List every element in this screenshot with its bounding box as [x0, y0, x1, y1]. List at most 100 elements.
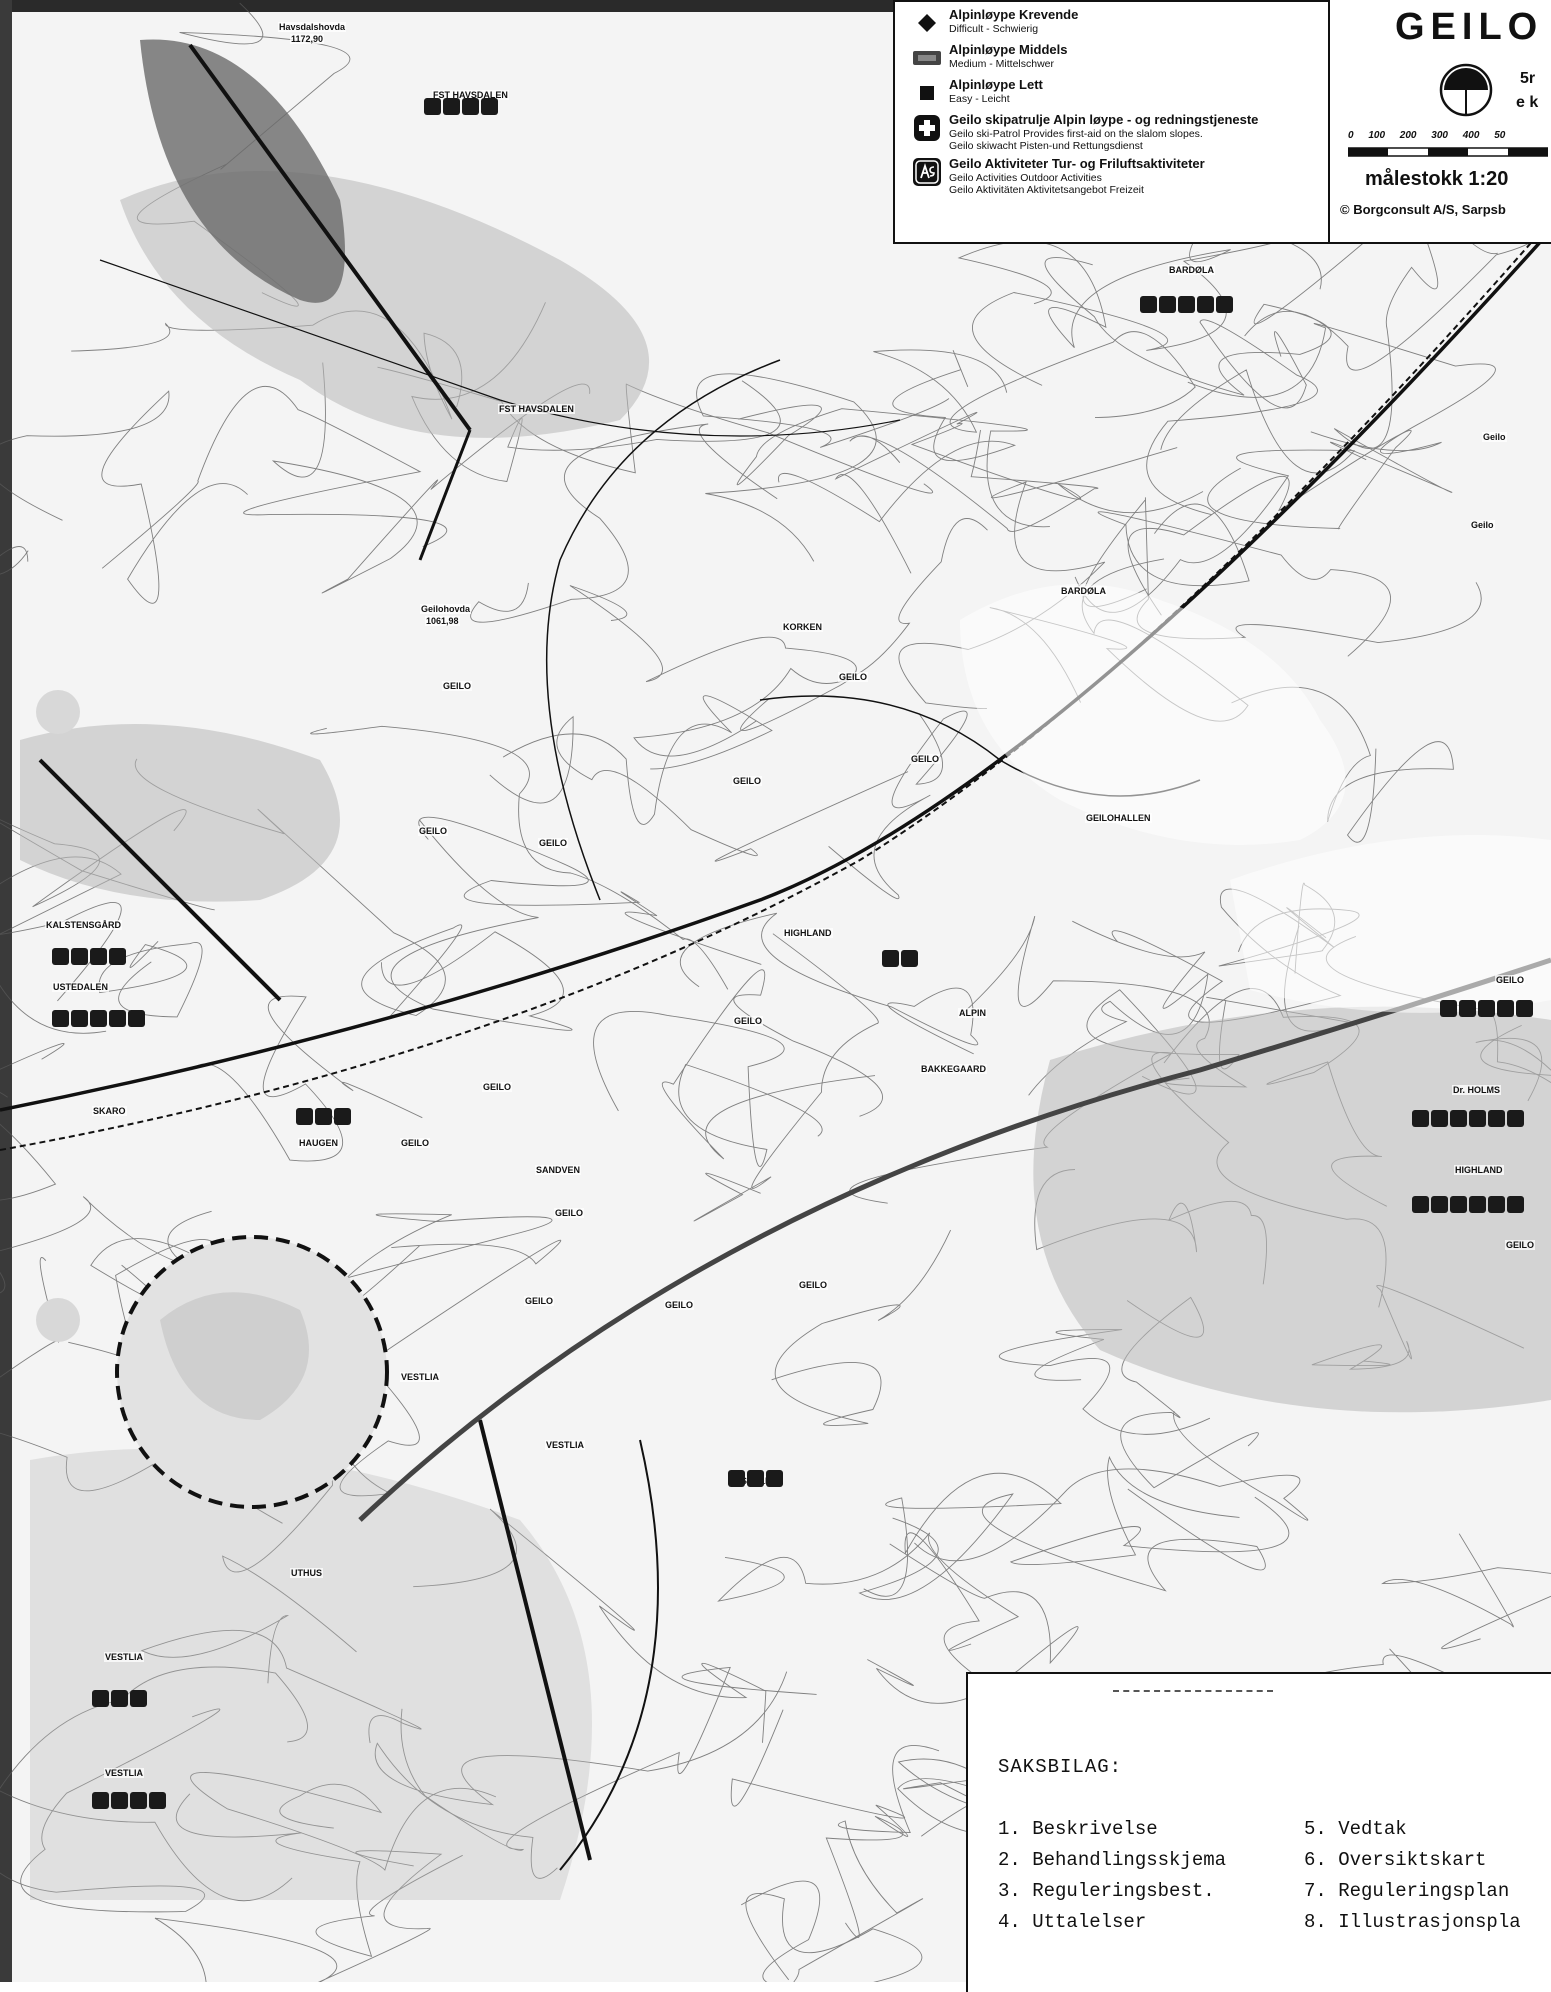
- place-label: GEILO: [664, 1300, 694, 1310]
- place-label: GEILO: [418, 826, 448, 836]
- facility-icons: [1140, 296, 1233, 313]
- facility-icons: [1412, 1196, 1524, 1213]
- place-label: SKARO: [92, 1106, 127, 1116]
- place-label: SANDVEN: [535, 1165, 581, 1175]
- place-label: FST HAVSDALEN: [498, 404, 575, 414]
- facility-icons: [1440, 1000, 1533, 1017]
- place-label: KORKEN: [782, 622, 823, 632]
- facility-icons: [52, 1010, 145, 1027]
- legend-item-ski-patrol: Geilo skipatrulje Alpin løype - og redni…: [905, 113, 1318, 152]
- scale-numbers: 0 100 200 300 400 50: [1348, 130, 1505, 141]
- easy-slope-icon: [919, 85, 935, 101]
- place-label: GEILO: [554, 1208, 584, 1218]
- copyright-text: © Borgconsult A/S, Sarpsb: [1340, 202, 1506, 217]
- place-label: USTEDALEN: [52, 982, 109, 992]
- list-item: 4. Uttalelser: [998, 1907, 1226, 1938]
- list-item: 2. Behandlingsskjema: [998, 1845, 1226, 1876]
- punch-hole-top: [36, 690, 80, 734]
- facility-icons: [92, 1690, 147, 1707]
- legend-title: Geilo Aktiviteter Tur- og Friluftsaktivi…: [949, 157, 1205, 172]
- place-label: GEILO: [838, 672, 868, 682]
- place-label: GEILO: [482, 1082, 512, 1092]
- facility-icons: [92, 1792, 166, 1809]
- legend-subtitle: Difficult - Schwierig: [949, 23, 1078, 35]
- legend-subtitle: Geilo Activities Outdoor Activities: [949, 172, 1205, 184]
- place-label: HIGHLAND: [783, 928, 833, 938]
- place-label: ALPIN: [958, 1008, 987, 1018]
- place-label: BAKKEGAARD: [920, 1064, 987, 1074]
- place-label: GEILO: [798, 1280, 828, 1290]
- saksbilag-heading: SAKSBILAG:: [998, 1756, 1122, 1778]
- place-label: GEILO: [442, 681, 472, 691]
- saksbilag-list-left: 1. Beskrivelse 2. Behandlingsskjema 3. R…: [998, 1814, 1226, 1938]
- legend-subtitle: Geilo skiwacht Pisten-und Rettungsdienst: [949, 140, 1258, 152]
- list-item: 3. Reguleringsbest.: [998, 1876, 1226, 1907]
- place-label: KALSTENSGÅRD: [45, 920, 122, 930]
- legend-title: Alpinløype Lett: [949, 78, 1043, 93]
- legend-title: Geilo skipatrulje Alpin løype - og redni…: [949, 113, 1258, 128]
- list-item: 5. Vedtak: [1304, 1814, 1521, 1845]
- place-label: UTHUS: [290, 1568, 323, 1578]
- place-label: GEILO: [538, 838, 568, 848]
- first-aid-cross-icon: [913, 114, 941, 142]
- place-label: Geilo: [1482, 432, 1507, 442]
- facility-icons: [52, 948, 126, 965]
- list-item: 7. Reguleringsplan: [1304, 1876, 1521, 1907]
- scale-label: målestokk 1:20: [1365, 168, 1508, 191]
- place-label: GEILO: [733, 1016, 763, 1026]
- place-label: VESTLIA: [400, 1372, 440, 1382]
- place-label: GEILOHALLEN: [1085, 813, 1152, 823]
- facility-icons: [728, 1470, 783, 1487]
- place-label: GEILO: [524, 1296, 554, 1306]
- scale-bar: [1348, 146, 1548, 158]
- list-item: 8. Illustrasjonspla: [1304, 1907, 1521, 1938]
- list-item: 6. Oversiktskart: [1304, 1845, 1521, 1876]
- place-label: BARDØLA: [1060, 586, 1107, 596]
- saksbilag-list-right: 5. Vedtak 6. Oversiktskart 7. Regulering…: [1304, 1814, 1521, 1938]
- legend-subtitle: Geilo ski-Patrol Provides first-aid on t…: [949, 128, 1258, 140]
- medium-slope-icon: [912, 50, 942, 66]
- place-label: Geilohovda: [420, 604, 471, 614]
- facility-icons: [1412, 1110, 1524, 1127]
- place-label: BARDØLA: [1168, 265, 1215, 275]
- facility-icons: [424, 98, 498, 115]
- list-item: 1. Beskrivelse: [998, 1814, 1226, 1845]
- place-label: HIGHLAND: [1454, 1165, 1504, 1175]
- legend-item-activities: Geilo Aktiviteter Tur- og Friluftsaktivi…: [905, 157, 1318, 196]
- facility-icons: [296, 1108, 351, 1125]
- place-label: Dr. HOLMS: [1452, 1085, 1501, 1095]
- diamond-icon: [917, 13, 937, 33]
- place-label: 1172,90: [290, 34, 324, 44]
- place-label: VESTLIA: [104, 1652, 144, 1662]
- place-label: VESTLIA: [104, 1768, 144, 1778]
- legend-title: Alpinløype Krevende: [949, 8, 1078, 23]
- divider: [1113, 1690, 1273, 1692]
- place-label: GEILO: [1505, 1240, 1535, 1250]
- place-label: Havsdalshovda: [278, 22, 346, 32]
- place-label: GEILO: [1495, 975, 1525, 985]
- legend-subtitle: Easy - Leicht: [949, 93, 1043, 105]
- legend-subtitle: Geilo Aktivitäten Aktivitetsangebot Frei…: [949, 184, 1205, 196]
- map-title: GEILO: [1395, 6, 1543, 49]
- title-block: GEILO 5r e k 0 100 200 300 400 50 målest…: [1330, 0, 1551, 244]
- legend-title: Alpinløype Middels: [949, 43, 1067, 58]
- place-label: HAUGEN: [298, 1138, 339, 1148]
- place-label: VESTLIA: [545, 1440, 585, 1450]
- place-label: Geilo: [1470, 520, 1495, 530]
- title-side-text: e k: [1516, 94, 1538, 112]
- facility-icons: [882, 950, 918, 967]
- place-label: GEILO: [400, 1138, 430, 1148]
- legend-subtitle: Medium - Mittelschwer: [949, 58, 1067, 70]
- compass-north-icon: [1438, 62, 1494, 118]
- saksbilag-box: SAKSBILAG: 1. Beskrivelse 2. Behandlings…: [966, 1672, 1551, 1992]
- place-label: GEILO: [910, 754, 940, 764]
- punch-hole-bottom: [36, 1298, 80, 1342]
- place-label: 1061,98: [425, 616, 460, 626]
- place-label: GEILO: [732, 776, 762, 786]
- activities-icon: [912, 157, 942, 187]
- title-side-text: 5r: [1520, 70, 1535, 88]
